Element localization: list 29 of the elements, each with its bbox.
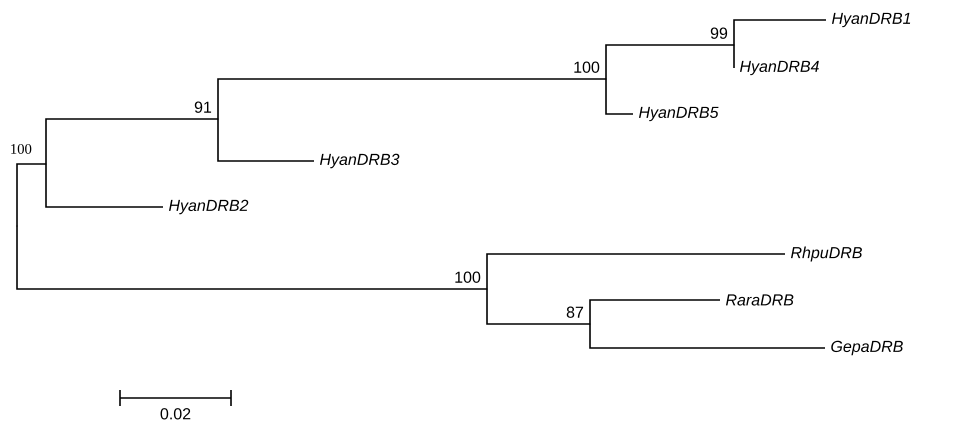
branch — [605, 79, 633, 115]
branch — [45, 118, 218, 164]
bootstrap-value: 100 — [455, 272, 480, 283]
taxon-label: RaraDRB — [726, 294, 794, 306]
branch — [486, 253, 785, 289]
bootstrap-value: 87 — [566, 306, 584, 318]
taxon-label: GepaDRB — [831, 340, 903, 356]
branch — [589, 324, 825, 349]
branch — [589, 299, 720, 324]
taxon-label: HyanDRB5 — [638, 106, 719, 122]
branch — [45, 164, 163, 208]
bootstrap-value: 100 — [574, 62, 600, 73]
bootstrap-value: 99 — [710, 28, 728, 39]
branch — [217, 78, 606, 119]
scale-label: 0.02 — [160, 408, 190, 420]
bootstrap-value: 100 — [11, 144, 32, 154]
taxon-label: HyanDRB2 — [168, 200, 248, 214]
branch — [605, 44, 734, 79]
branch — [486, 289, 590, 325]
taxon-label: HyanDRB1 — [832, 12, 910, 28]
taxon-label: HyanDRB4 — [740, 60, 819, 76]
taxon-label: RhpuDRB — [790, 246, 862, 262]
bootstrap-value: 91 — [194, 102, 212, 113]
branch — [733, 45, 735, 68]
branch — [16, 226, 487, 290]
branch — [16, 163, 46, 226]
branch — [217, 119, 314, 162]
taxon-label: HyanDRB3 — [320, 154, 400, 168]
branch — [733, 19, 826, 45]
